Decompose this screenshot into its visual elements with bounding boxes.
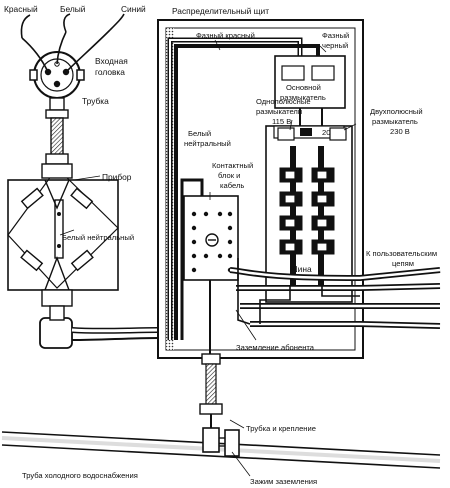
- meter: [7, 163, 119, 307]
- neutral-contact-block: [183, 195, 239, 281]
- label-double-pole-3: 230 В: [390, 127, 410, 136]
- label-subscriber-ground: Заземление абонента: [236, 343, 315, 352]
- label-single-pole-3: 115 В: [272, 117, 291, 126]
- label-white-neutral-1: Белый: [188, 129, 211, 138]
- label-single-pole-2: размыкатели: [256, 107, 302, 116]
- label-blue: Синий: [121, 4, 146, 14]
- phase-wires: [167, 37, 320, 340]
- label-bus: Шина: [290, 264, 312, 274]
- label-user-circuits-2: цепям: [392, 259, 414, 268]
- entry-head: [20, 13, 125, 99]
- label-white: Белый: [60, 4, 86, 14]
- label-user-circuits-1: К пользовательским: [366, 249, 437, 258]
- label-contact-block-2: блок и: [218, 171, 240, 180]
- label-white-neutral-2: нейтральный: [184, 139, 231, 148]
- output-cables: [229, 258, 441, 329]
- label-contact-block-1: Контактный: [212, 161, 253, 170]
- label-contact-block-3: кабель: [220, 181, 244, 190]
- label-double-pole-1: Двухполюсный: [370, 107, 423, 116]
- label-entry-head-2: головка: [95, 67, 125, 77]
- leader-lines: [59, 39, 357, 477]
- labels: Красный Белый Синий Входная головка Труб…: [4, 4, 437, 486]
- label-main-breaker-1: Основной: [286, 83, 321, 92]
- service-conduit: [45, 97, 69, 165]
- label-cold-water-pipe: Труба холодного водоснабжения: [22, 471, 138, 480]
- breaker-block: 20: [265, 125, 353, 303]
- label-meter: Прибор: [102, 172, 132, 182]
- label-phase-black-2: черный: [322, 41, 348, 50]
- cold-water-pipe: [1, 427, 441, 469]
- main-breaker: [274, 55, 346, 126]
- label-double-pole-2: размыкатель: [372, 117, 418, 126]
- label-red: Красный: [4, 4, 38, 14]
- meter-to-panel-cable: [39, 305, 159, 349]
- label-panel-title: Распределительный щит: [172, 6, 269, 16]
- label-tube-mount: Трубка и крепление: [246, 424, 316, 433]
- label-tube: Трубка: [82, 96, 109, 106]
- label-white-neutral-lower: Белый нейтральный: [62, 233, 134, 242]
- label-phase-black-1: Фазный: [322, 31, 349, 40]
- label-single-pole-1: Однополюсные: [256, 97, 311, 106]
- label-phase-red: Фазный красный: [196, 31, 255, 40]
- breaker-rating-label: 20: [322, 128, 330, 137]
- label-main-breaker-2: размыкатель: [280, 93, 326, 102]
- label-ground-clamp: Зажим заземления: [250, 477, 317, 486]
- label-entry-head-1: Входная: [95, 56, 128, 66]
